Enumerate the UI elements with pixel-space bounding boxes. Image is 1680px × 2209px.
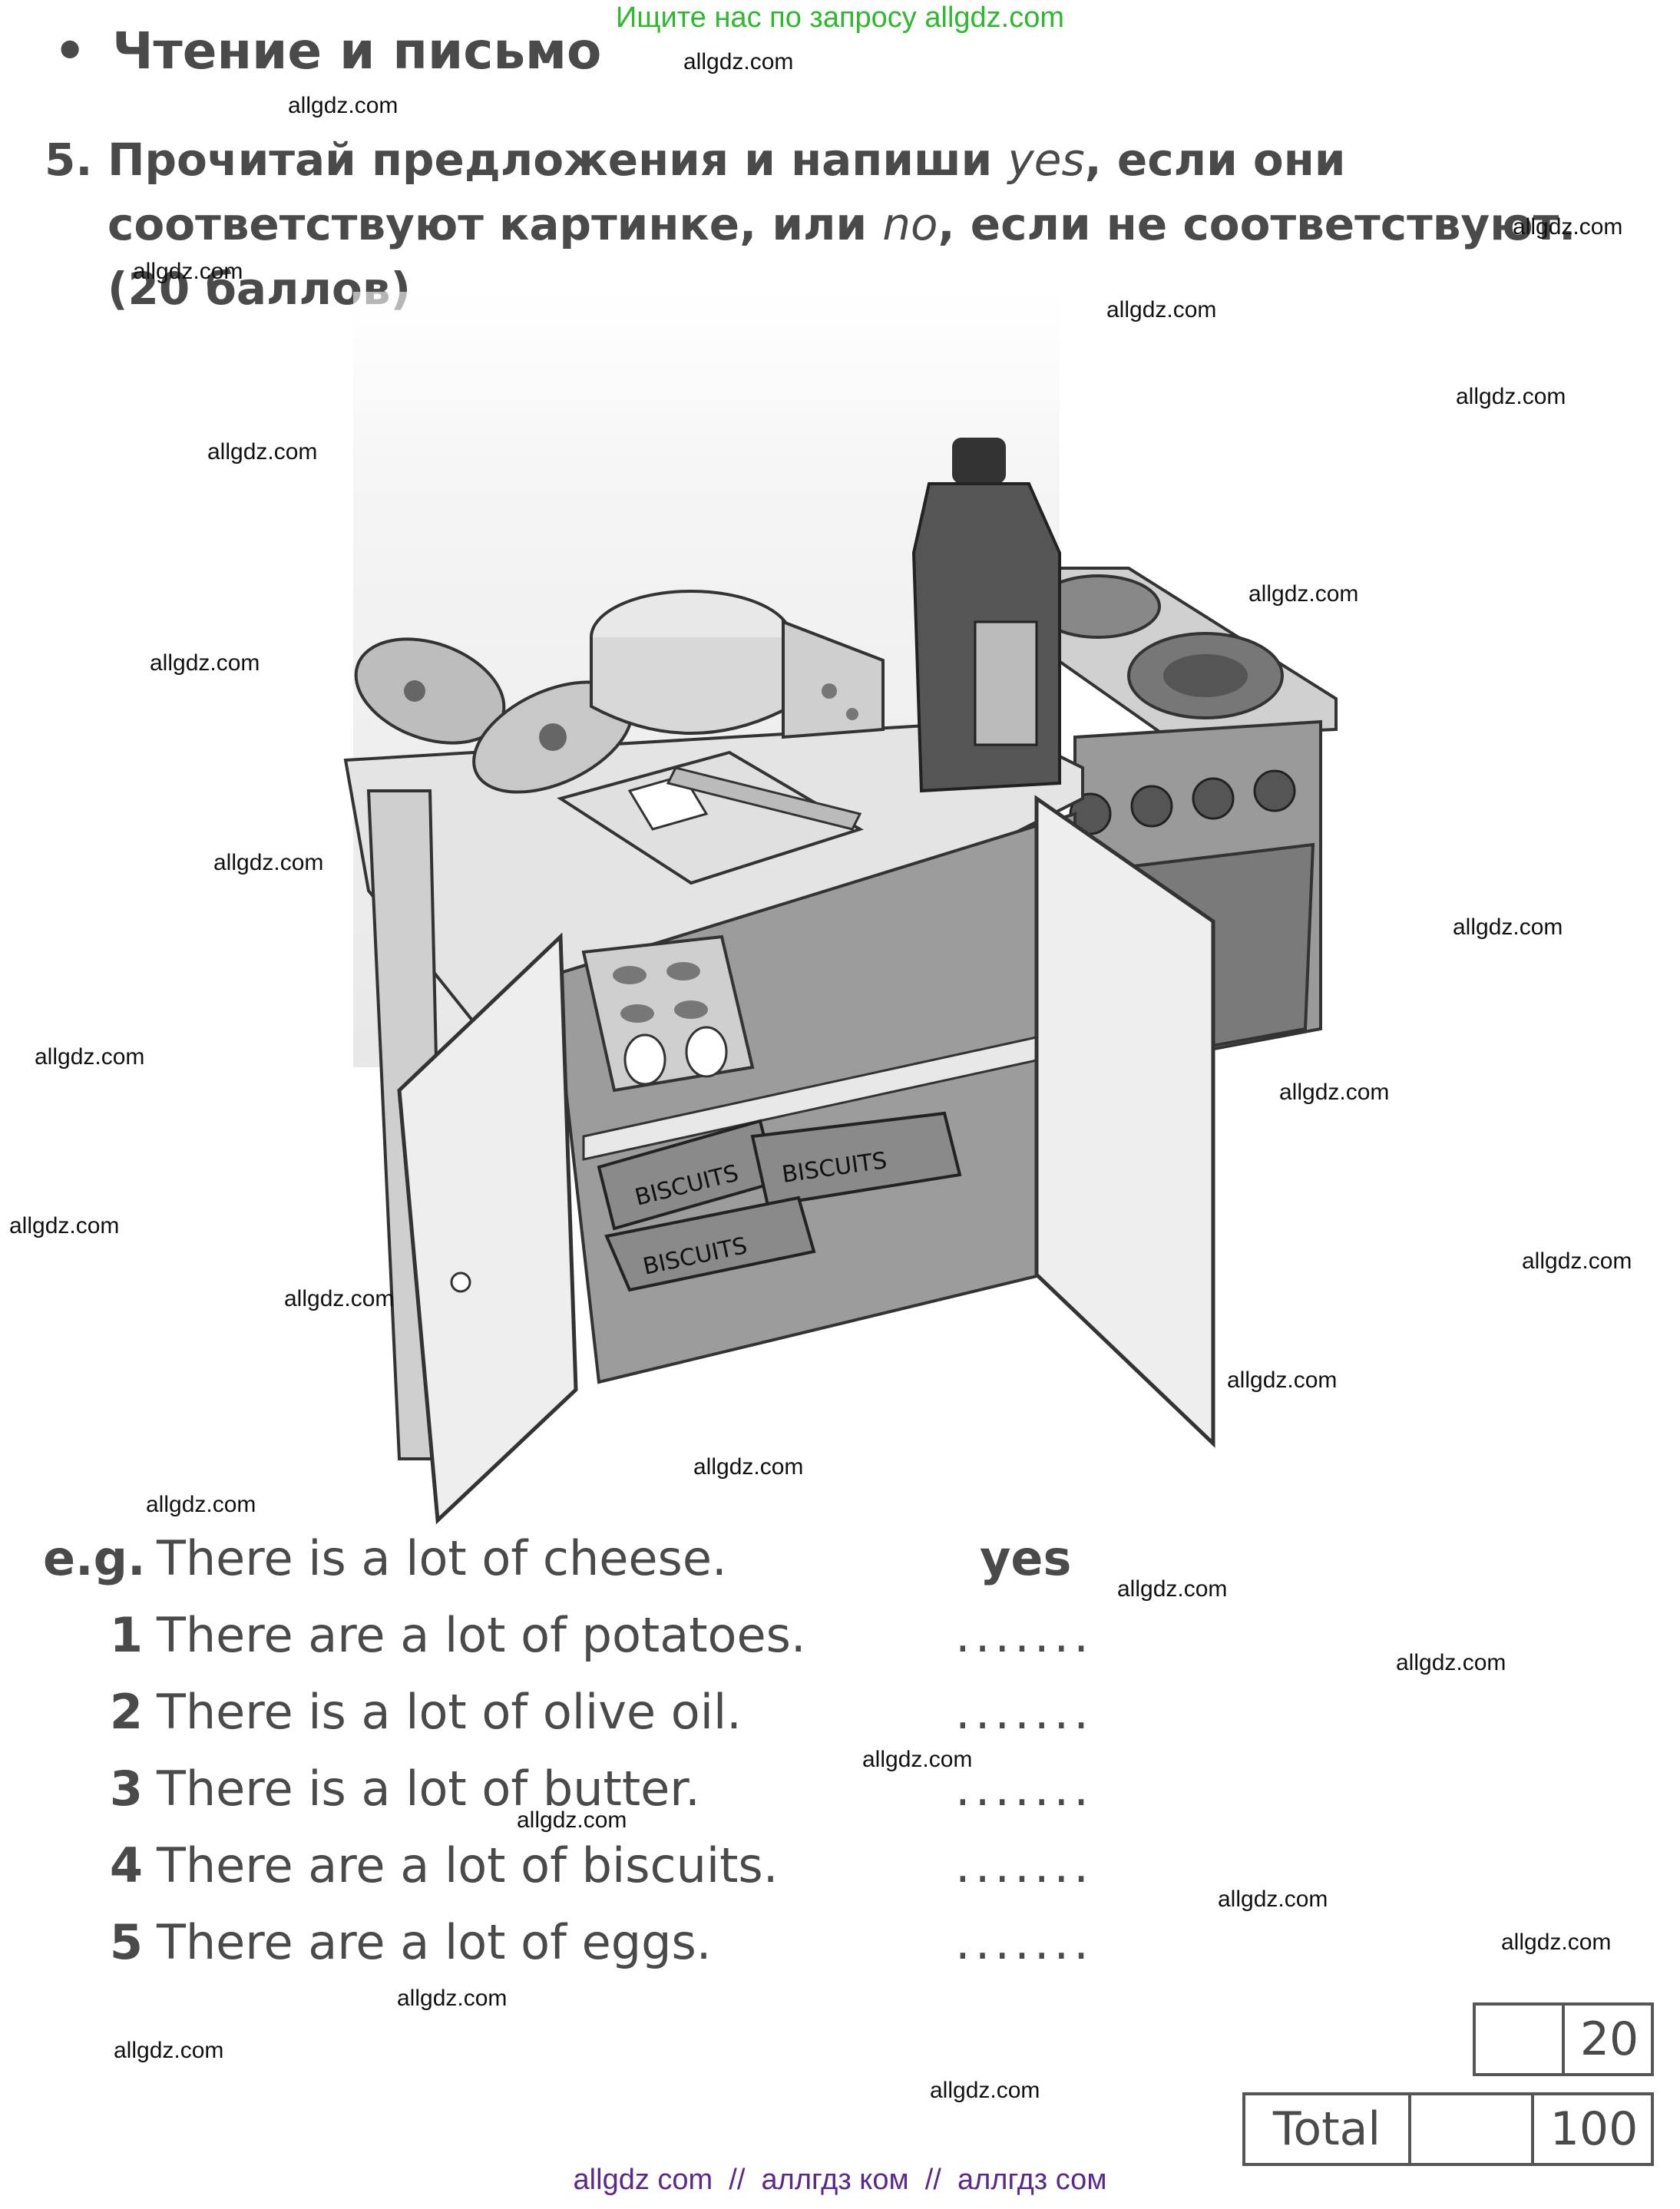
top-banner[interactable]: Ищите нас по запросу allgdz.com	[615, 2, 1064, 34]
watermark: allgdz.com	[1456, 384, 1566, 409]
sentence-text: There is a lot of cheese.	[157, 1530, 727, 1586]
task-number: 5.	[45, 134, 93, 186]
watermark: allgdz.com	[1218, 1887, 1328, 1912]
bullet: •	[54, 21, 87, 81]
footer-links[interactable]: allgdz com // аллгдз ком // аллгдз сом	[573, 2164, 1107, 2196]
task-text: Прочитай предложения и напиши yes, если …	[107, 127, 1642, 321]
watermark: allgdz.com	[1227, 1367, 1338, 1393]
sentence-text: There are a lot of potatoes.	[157, 1607, 806, 1663]
task-word-no: no	[882, 198, 938, 250]
task-word-yes: yes	[1007, 134, 1085, 186]
cheese	[590, 590, 885, 739]
answer-field-4[interactable]: .......	[955, 1837, 1093, 1893]
answer-field-2[interactable]: .......	[955, 1684, 1093, 1740]
sentence-text: There are a lot of biscuits.	[157, 1837, 779, 1893]
watermark: allgdz.com	[9, 1213, 120, 1238]
section-heading: • Чтение и письмо	[54, 21, 601, 81]
total-score-input[interactable]	[1408, 2095, 1534, 2163]
total-label: Total	[1272, 2102, 1381, 2156]
watermark: allgdz.com	[150, 650, 260, 676]
olive-oil-bottle	[911, 438, 1061, 793]
sentence-number: 3	[109, 1761, 143, 1817]
watermark: allgdz.com	[1513, 214, 1623, 240]
task-instructions: 5. Прочитай предложения и напиши yes, ес…	[45, 127, 1642, 321]
watermark: allgdz.com	[288, 93, 399, 118]
sentence-number: 4	[109, 1837, 143, 1893]
potatoes	[354, 637, 633, 794]
watermark: allgdz.com	[146, 1492, 256, 1517]
watermark: allgdz.com	[1106, 297, 1217, 322]
watermark: allgdz.com	[1501, 1930, 1612, 1955]
watermark: allgdz.com	[213, 850, 324, 875]
watermark: allgdz.com	[517, 1807, 627, 1833]
egg-tray	[581, 934, 755, 1093]
task-text-part: Прочитай предложения и напиши	[107, 134, 1008, 186]
watermark: allgdz.com	[114, 2038, 224, 2063]
task-score-input[interactable]	[1476, 2006, 1562, 2073]
answer-field-3[interactable]: .......	[955, 1761, 1093, 1817]
watermark: allgdz.com	[1117, 1576, 1228, 1602]
task-score-max: 20	[1562, 2006, 1654, 2073]
watermark: allgdz.com	[1248, 581, 1359, 607]
section-title: Чтение и письмо	[112, 21, 602, 81]
biscuit-boxes: BISCUITS BISCUITS BISCUITS	[597, 1111, 962, 1292]
watermark: allgdz.com	[1453, 914, 1563, 940]
sentence-number: e.g.	[43, 1530, 146, 1586]
watermark: allgdz.com	[683, 49, 794, 74]
sentence-number: 1	[109, 1607, 143, 1663]
watermark: allgdz.com	[1522, 1248, 1632, 1274]
sentence-text: There are a lot of eggs.	[157, 1914, 712, 1970]
sentence-number: 5	[109, 1914, 143, 1970]
task-text-part: , если они соответствуют картинке, или	[107, 134, 1346, 250]
sentence-number: 2	[109, 1684, 143, 1740]
cutting-board	[557, 750, 864, 885]
total-score-max: 100	[1531, 2095, 1654, 2163]
watermark: allgdz.com	[1396, 1650, 1506, 1675]
task-text-part: , если не соответствуют. (20 баллов)	[107, 198, 1576, 315]
watermark: allgdz.com	[930, 2078, 1040, 2103]
sentence-example: e.g.There is a lot of cheese.	[43, 1530, 727, 1586]
watermark: allgdz.com	[397, 1986, 508, 2011]
sentence-text: There is a lot of olive oil.	[157, 1684, 742, 1740]
answer-example: yes	[980, 1530, 1072, 1586]
answer-field-5[interactable]: .......	[955, 1914, 1093, 1970]
watermark: allgdz.com	[133, 259, 243, 284]
sentence-text: There is a lot of butter.	[157, 1761, 700, 1817]
task-score-box: 20	[1473, 2002, 1654, 2076]
watermark: allgdz.com	[35, 1044, 145, 1070]
total-score-box: Total 100	[1242, 2092, 1654, 2166]
answer-field-1[interactable]: .......	[955, 1607, 1093, 1663]
watermark: allgdz.com	[862, 1747, 973, 1772]
watermark: allgdz.com	[284, 1286, 395, 1311]
watermark: allgdz.com	[693, 1454, 804, 1480]
kitchen-illustration: BISCUITS BISCUITS BISCUITS	[343, 292, 1338, 1525]
watermark: allgdz.com	[207, 439, 318, 465]
watermark: allgdz.com	[1279, 1080, 1390, 1105]
